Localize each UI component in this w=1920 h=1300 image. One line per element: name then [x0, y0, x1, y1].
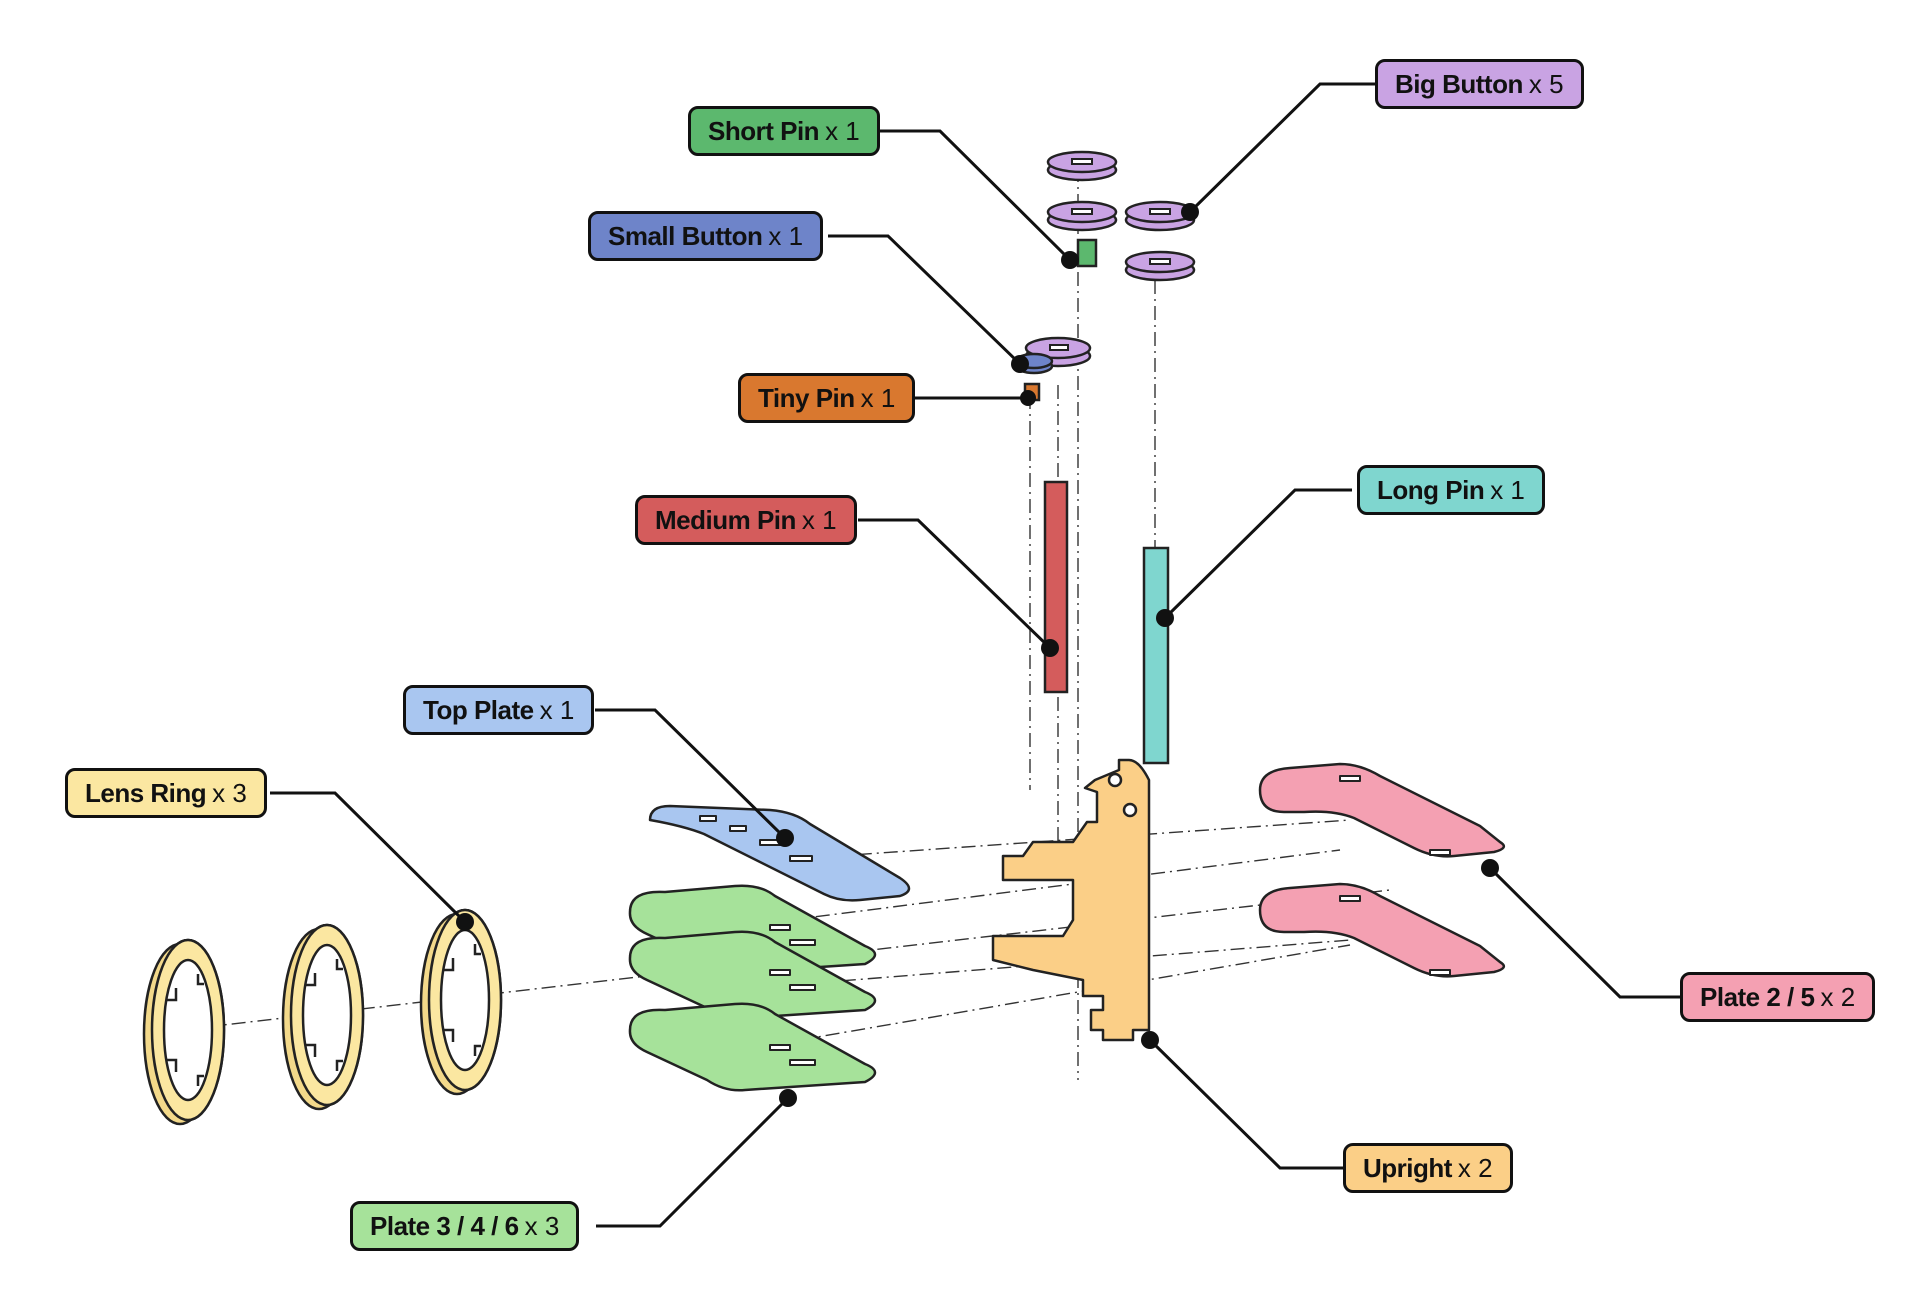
leader-lines: [270, 82, 1680, 1228]
label-name: Plate 3 / 4 / 6: [370, 1210, 519, 1241]
label-quantity: x 1: [825, 115, 860, 146]
top-plate: [648, 804, 911, 902]
label-plate-2-5: Plate 2 / 5 x 2: [1680, 972, 1876, 1022]
label-quantity: x 2: [1457, 1152, 1493, 1183]
label-name: Plate 2 / 5: [1700, 981, 1815, 1012]
label-name: Small Button: [608, 220, 763, 251]
label-quantity: x 2: [1820, 981, 1856, 1012]
label-quantity: x 3: [524, 1210, 560, 1241]
label-name: Big Button: [1395, 68, 1523, 99]
label-short-pin: Short Pin x 1: [688, 106, 880, 156]
label-name: Top Plate: [423, 694, 534, 725]
label-top-plate: Top Plate x 1: [403, 685, 595, 735]
label-quantity: x 1: [1490, 474, 1525, 505]
pins: [1023, 238, 1170, 765]
label-name: Lens Ring: [85, 777, 207, 808]
label-plate-3-4-6: Plate 3 / 4 / 6 x 3: [350, 1201, 580, 1251]
plates-3-4-6: [628, 884, 877, 1092]
label-quantity: x 1: [801, 504, 837, 535]
label-name: Long Pin: [1377, 474, 1485, 505]
leader-dots: [456, 203, 1499, 1107]
label-name: Upright: [1363, 1152, 1452, 1183]
label-quantity: x 3: [212, 777, 247, 808]
upright: [991, 758, 1151, 1042]
lens-rings: [142, 908, 503, 1126]
plates-2-5: [1258, 762, 1506, 978]
label-long-pin: Long Pin x 1: [1357, 465, 1545, 515]
label-quantity: x 1: [539, 694, 575, 725]
label-quantity: x 1: [768, 220, 804, 251]
label-tiny-pin: Tiny Pin x 1: [738, 373, 916, 423]
label-quantity: x 5: [1528, 68, 1564, 99]
buttons: [1014, 150, 1196, 375]
label-upright: Upright x 2: [1343, 1143, 1513, 1193]
label-lens-ring: Lens Ring x 3: [65, 768, 267, 818]
label-name: Medium Pin: [655, 504, 796, 535]
label-big-button: Big Button x 5: [1375, 59, 1584, 109]
label-name: Tiny Pin: [758, 382, 855, 413]
label-medium-pin: Medium Pin x 1: [635, 495, 857, 545]
label-name: Short Pin: [708, 115, 820, 146]
label-quantity: x 1: [860, 382, 896, 413]
label-small-button: Small Button x 1: [588, 211, 824, 261]
